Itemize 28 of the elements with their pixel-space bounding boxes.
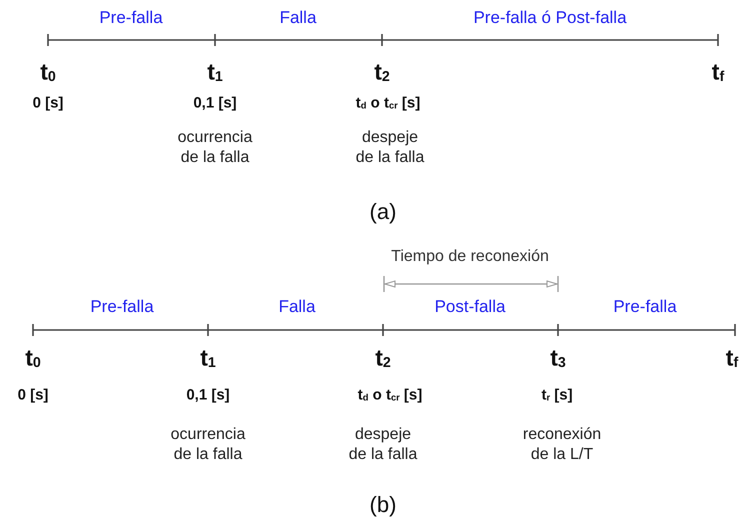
time-mark-label: t$_{3}$: [550, 344, 566, 372]
panel-caption: (b): [370, 492, 396, 518]
event-description: reconexión de la L/T: [522, 425, 602, 465]
time-mark-label: t$_{1}$: [200, 344, 216, 372]
time-mark-label: t$_{0}$: [25, 344, 41, 372]
period-label: Falla: [280, 8, 316, 28]
period-label: Post-falla: [434, 297, 506, 317]
time-value-label: 0,1 [s]: [186, 386, 230, 404]
time-mark-label: t$_{f}$: [726, 344, 738, 372]
time-mark-label: t$_{2}$: [374, 58, 390, 86]
period-label: Pre-falla: [99, 8, 163, 28]
time-mark-label: t$_{1}$: [207, 58, 223, 86]
panel-caption: (a): [370, 199, 396, 225]
event-description: despeje de la falla: [348, 425, 418, 465]
period-label: Pre-falla: [613, 297, 677, 317]
time-mark-label: t$_{f}$: [712, 58, 724, 86]
time-value-label: 0 [s]: [18, 386, 48, 404]
event-description: ocurrencia de la falla: [176, 128, 254, 168]
interval-title: Tiempo de reconexión: [391, 248, 549, 266]
event-description: despeje de la falla: [354, 128, 426, 168]
time-mark-label: t$_{2}$: [375, 344, 391, 372]
event-description: ocurrencia de la falla: [170, 425, 246, 465]
time-value-label: 0 [s]: [32, 94, 64, 112]
time-value-label: 0,1 [s]: [193, 94, 237, 112]
time-mark-label: t$_{0}$: [40, 58, 56, 86]
period-label: Pre-falla ó Post-falla: [473, 8, 627, 28]
period-label: Falla: [278, 297, 316, 317]
period-label: Pre-falla: [90, 297, 154, 317]
